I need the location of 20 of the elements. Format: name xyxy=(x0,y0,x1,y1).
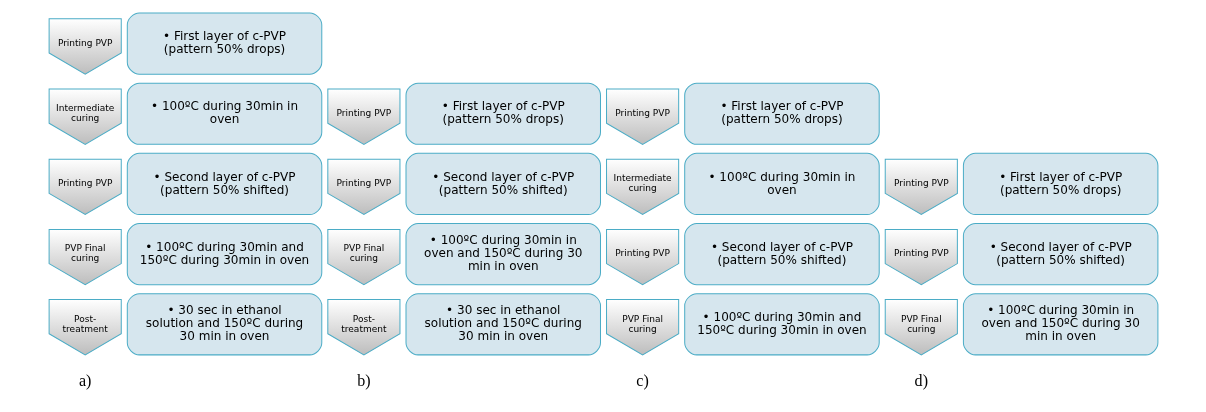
node-box: • 100ºC during 30min in oven and 150ºC during 30 min in oven xyxy=(962,292,1158,355)
node-box: • Second layer of c-PVP (pattern 50% shifted) xyxy=(405,152,601,215)
node-box: • First layer of c-PVP (pattern 50% drops) xyxy=(405,82,601,145)
node-box: • 30 sec in ethanol solution and 150ºC during 30 min in oven xyxy=(126,292,322,355)
label: a) xyxy=(78,371,91,389)
node-box: • 100ºC during 30min in oven xyxy=(126,82,322,145)
node-box: • First layer of c-PVP (pattern 50% drops) xyxy=(962,152,1158,215)
label: b) xyxy=(356,371,371,389)
node-box: • First layer of c-PVP (pattern 50% drops) xyxy=(126,12,322,75)
node-box: • 100ºC during 30min and 150ºC during 30min in oven xyxy=(683,292,880,355)
node-box: • Second layer of c-PVP (pattern 50% shifted) xyxy=(126,152,322,215)
node-box: • Second layer of c-PVP (pattern 50% shifted) xyxy=(683,222,880,285)
label: d) xyxy=(914,371,928,389)
node-box: • 100ºC during 30min in oven and 150ºC during 30 min in oven xyxy=(405,222,601,285)
label: c) xyxy=(635,371,649,389)
node-box: • First layer of c-PVP (pattern 50% drops) xyxy=(683,82,880,145)
node-box: • Second layer of c-PVP (pattern 50% shifted) xyxy=(962,222,1158,285)
node-box: • 100ºC during 30min in oven xyxy=(683,152,880,215)
node-box: • 30 sec in ethanol solution and 150ºC during 30 min in oven xyxy=(405,292,601,355)
node-box: • 100ºC during 30min and 150ºC during 30min in oven xyxy=(126,222,322,285)
